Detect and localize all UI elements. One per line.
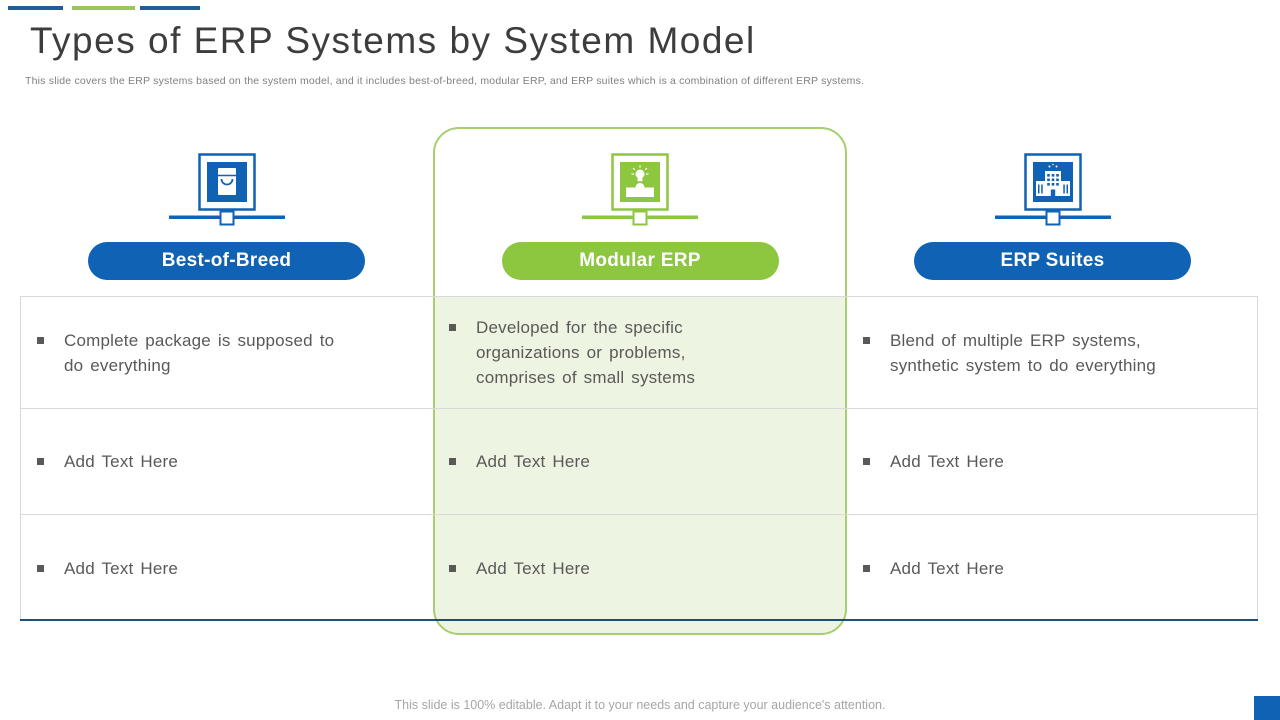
add-text-placeholder[interactable]: Add Text Here: [64, 558, 179, 578]
square-bullet-icon: [863, 458, 870, 465]
add-text-placeholder[interactable]: Add Text Here: [890, 452, 1005, 471]
cell-modular-erp-row1: Developed for the specific organizations…: [433, 297, 847, 408]
page-title: Types of ERP Systems by System Model: [30, 20, 756, 61]
column-modular-erp: Modular ERP: [433, 152, 847, 280]
cell-erp-suites-row3[interactable]: Add Text Here: [847, 515, 1257, 621]
cell-best-of-breed-row2[interactable]: Add Text Here: [21, 409, 433, 514]
comparison-table: Complete package is supposed to do every…: [20, 296, 1258, 621]
square-bullet-icon: [449, 324, 456, 331]
corner-accent-square: [1254, 696, 1280, 720]
square-bullet-icon: [37, 458, 44, 465]
cell-best-of-breed-row3[interactable]: Add Text Here: [21, 515, 433, 621]
accent-bar-blue-2: [140, 6, 200, 10]
square-bullet-icon: [449, 564, 456, 572]
table-row: Add Text Here Add Text Here Add Text Her…: [21, 408, 1257, 514]
best-of-breed-header-pill: Best-of-Breed: [88, 242, 365, 280]
slide-subtitle: This slide covers the ERP systems based …: [25, 75, 865, 87]
cell-modular-erp-row3[interactable]: Add Text Here: [433, 515, 847, 621]
cell-erp-suites-row1: Blend of multiple ERP systems, synthetic…: [847, 297, 1257, 408]
accent-bar-green: [72, 6, 135, 10]
building-monitor-icon: [847, 152, 1258, 239]
accent-bar-blue-1: [8, 6, 63, 10]
add-text-placeholder[interactable]: Add Text Here: [476, 452, 591, 471]
cell-text: Complete package is supposed to do every…: [64, 330, 335, 375]
add-text-placeholder[interactable]: Add Text Here: [64, 452, 179, 471]
cell-best-of-breed-row1: Complete package is supposed to do every…: [21, 297, 433, 408]
square-bullet-icon: [37, 564, 44, 572]
cell-erp-suites-row2[interactable]: Add Text Here: [847, 409, 1257, 514]
add-text-placeholder[interactable]: Add Text Here: [476, 558, 591, 578]
shopping-bag-monitor-icon: [20, 152, 433, 239]
modular-erp-header-pill: Modular ERP: [501, 242, 779, 280]
add-text-placeholder[interactable]: Add Text Here: [890, 558, 1005, 578]
square-bullet-icon: [863, 336, 870, 344]
square-bullet-icon: [863, 564, 870, 572]
table-row: Complete package is supposed to do every…: [21, 297, 1257, 408]
table-bottom-accent-line: [20, 619, 1258, 621]
square-bullet-icon: [449, 458, 456, 465]
cell-text: Blend of multiple ERP systems, synthetic…: [890, 330, 1156, 375]
cell-modular-erp-row2[interactable]: Add Text Here: [433, 409, 847, 514]
erp-suites-header-pill: ERP Suites: [914, 242, 1191, 280]
editable-note: This slide is 100% editable. Adapt it to…: [394, 698, 886, 712]
table-row: Add Text Here Add Text Here Add Text Her…: [21, 514, 1257, 621]
cell-text: Developed for the specific organizations…: [476, 318, 696, 387]
idea-lightbulb-monitor-icon: [433, 152, 847, 239]
column-erp-suites: ERP Suites: [847, 152, 1258, 280]
column-best-of-breed: Best-of-Breed: [20, 152, 433, 280]
square-bullet-icon: [37, 336, 44, 344]
